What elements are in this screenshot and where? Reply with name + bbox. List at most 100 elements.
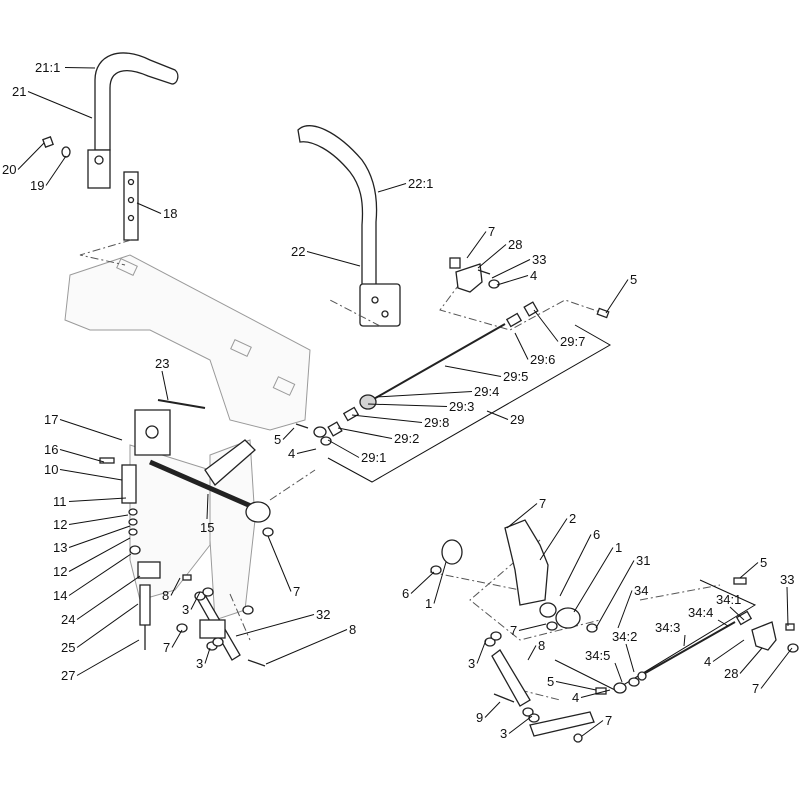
callout-c-4d: 4 [704, 639, 745, 669]
callout-c-4a: 4 [496, 268, 537, 286]
leader-line [76, 639, 140, 676]
callout-label: 4 [288, 446, 295, 461]
callout-c-33b: 33 [780, 572, 794, 627]
leader-line [760, 647, 793, 689]
callout-label: 3 [196, 656, 203, 671]
callout-c-5a: 5 [605, 272, 637, 314]
callout-label: 14 [53, 588, 67, 603]
leader-line [518, 623, 547, 631]
callout-label: 33 [780, 572, 794, 587]
leader-line [729, 606, 745, 621]
callout-label: 13 [53, 540, 67, 555]
leader-line [573, 547, 614, 613]
callout-label: 28 [724, 666, 738, 681]
callout-label: 29:4 [474, 384, 499, 399]
callout-c-14: 14 [53, 553, 132, 603]
callout-label: 29:3 [449, 399, 474, 414]
leader-line [539, 518, 568, 561]
leader-line [136, 202, 162, 214]
callout-label: 34:3 [655, 620, 680, 635]
callout-label: 32 [316, 607, 330, 622]
alignment-lines [79, 239, 721, 701]
leader-line [68, 537, 131, 572]
callout-label: 4 [704, 654, 711, 669]
callout-label: 11 [53, 494, 67, 509]
callout-label: 29:7 [560, 334, 585, 349]
callout-label: 29:5 [503, 369, 528, 384]
callout-label: 5 [547, 674, 554, 689]
callout-c-5b: 5 [274, 427, 295, 447]
callout-label: 33 [532, 252, 546, 267]
leader-line [59, 419, 123, 441]
callout-label: 1 [425, 596, 432, 611]
callout-label: 12 [53, 564, 67, 579]
leader-line [68, 525, 131, 548]
callout-c-29-1: 29:1 [327, 439, 386, 465]
callout-c-2: 2 [539, 511, 576, 561]
callout-c-8b: 8 [265, 622, 356, 665]
callout-label: 34:1 [716, 592, 741, 607]
rod-assembly-29 [295, 301, 612, 483]
leader-line [559, 534, 592, 597]
callout-c-22-1: 22:1 [377, 176, 433, 193]
callout-c-32: 32 [235, 607, 330, 637]
leader-line [235, 614, 315, 637]
callout-label: 5 [760, 555, 767, 570]
leader-line [367, 403, 448, 407]
callout-c-1a: 1 [573, 540, 622, 613]
callout-c-11: 11 [53, 494, 127, 509]
leader-line [614, 662, 623, 683]
callout-label: 7 [488, 224, 495, 239]
callout-label: 6 [593, 527, 600, 542]
callout-c-31: 31 [595, 553, 650, 629]
callout-c-3a: 3 [182, 591, 201, 617]
callout-c-5d: 5 [547, 674, 597, 691]
callout-label: 29:1 [361, 450, 386, 465]
mower-frame-outline [64, 254, 311, 621]
leader-line [580, 689, 611, 698]
callout-label: 12 [53, 517, 67, 532]
callout-label: 22 [291, 244, 305, 259]
pivot-shaft-assembly [99, 399, 274, 667]
leader-line [683, 634, 686, 647]
callout-label: 9 [476, 710, 483, 725]
leader-line [171, 629, 183, 648]
pump-lever-assembly [430, 519, 598, 743]
callout-label: 7 [752, 681, 759, 696]
callout-c-25: 25 [61, 603, 139, 655]
callout-label: 8 [349, 622, 356, 637]
leader-line [433, 561, 447, 604]
leader-line [161, 370, 169, 401]
callout-label: 34:5 [585, 648, 610, 663]
leader-line [739, 562, 759, 579]
callout-label: 7 [539, 496, 546, 511]
leader-line [581, 720, 604, 737]
callout-label: 3 [500, 726, 507, 741]
callout-label: 16 [44, 442, 58, 457]
leader-line [595, 560, 635, 629]
callout-label: 22:1 [408, 176, 433, 191]
leader-line [605, 279, 629, 314]
callout-c-7c: 7 [163, 629, 183, 655]
callout-c-34-4: 34:4 [688, 605, 729, 627]
leader-line [190, 591, 201, 610]
leader-line [786, 586, 789, 627]
callout-label: 17 [44, 412, 58, 427]
callout-label: 34:2 [612, 629, 637, 644]
leader-line [717, 619, 729, 627]
callout-c-29-8: 29:8 [351, 414, 449, 430]
callout-c-12b: 12 [53, 537, 131, 579]
leader-line [410, 571, 435, 594]
callout-c-7f: 7 [752, 647, 793, 696]
callout-label: 29:6 [530, 352, 555, 367]
callout-label: 19 [30, 178, 44, 193]
callout-c-23: 23 [155, 356, 169, 401]
callout-c-34: 34 [617, 583, 648, 629]
callout-c-9: 9 [476, 701, 501, 725]
callout-label: 34:4 [688, 605, 713, 620]
callout-label: 31 [636, 553, 650, 568]
leader-line [375, 391, 473, 398]
callout-label: 24 [61, 612, 75, 627]
leader-line [27, 91, 93, 119]
